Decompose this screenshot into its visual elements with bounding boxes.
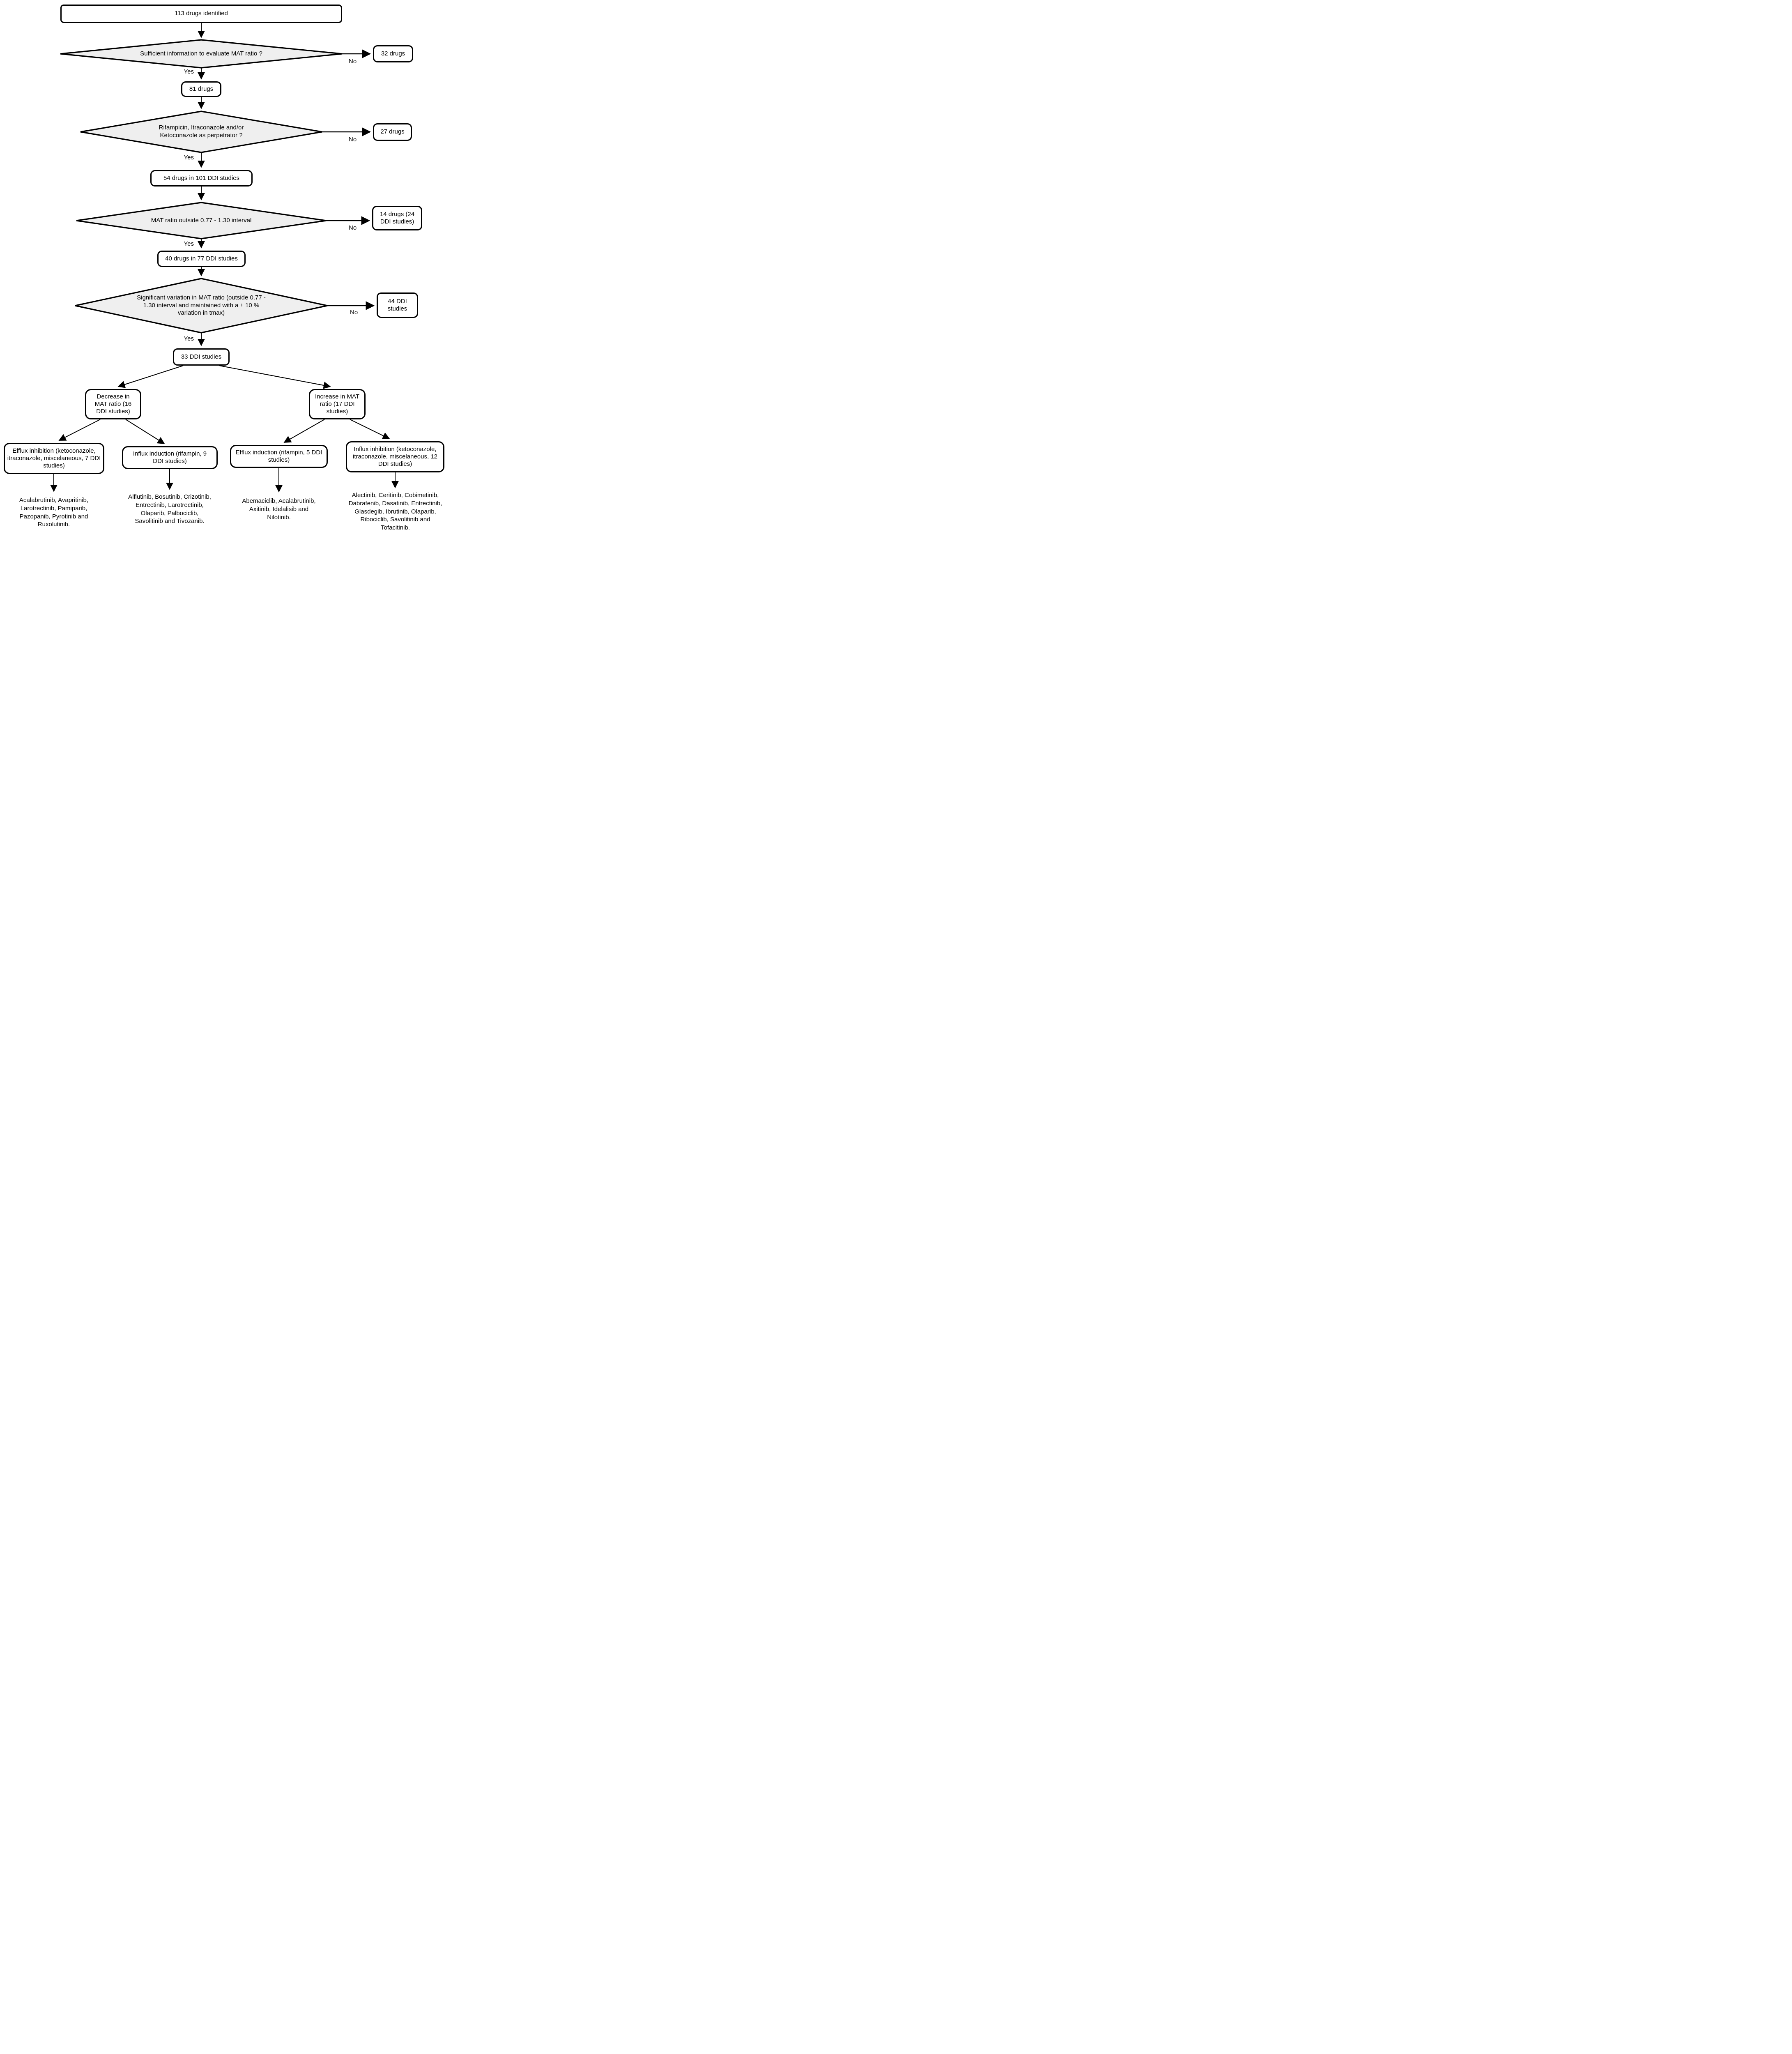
node-start: 113 drugs identified <box>60 5 342 23</box>
node-81-drugs-label: 81 drugs <box>189 85 214 92</box>
node-40-drugs: 40 drugs in 77 DDI studies <box>157 251 246 267</box>
node-44-ddi-studies: 44 DDI studies <box>377 292 418 318</box>
arrow-increase-to-efflux-induction <box>283 419 325 443</box>
node-33-ddi-studies-label: 33 DDI studies <box>181 353 222 360</box>
druglist-efflux-inhibition: Acalabrutinib, Avapritinib, Larotrectini… <box>19 497 89 528</box>
node-start-label: 113 drugs identified <box>175 10 228 17</box>
node-33-ddi-studies: 33 DDI studies <box>173 348 230 366</box>
decision2-label: Rifampicin, Itraconazole and/or Ketocona… <box>159 124 244 139</box>
node-efflux-induction-label: Efflux induction (rifampin, 5 DDI studie… <box>235 449 322 463</box>
node-efflux-induction: Efflux induction (rifampin, 5 DDI studie… <box>230 445 328 468</box>
flowchart-canvas: 113 drugs identified Sufficient informat… <box>0 0 448 533</box>
edge-label-yes-3: Yes <box>184 240 194 247</box>
node-influx-induction-label: Influx induction (rifampin, 9 DDI studie… <box>133 450 207 465</box>
node-14-drugs-label: 14 drugs (24 DDI studies) <box>380 210 415 225</box>
node-increase-mat: Increase in MAT ratio (17 DDI studies) <box>309 389 366 419</box>
arrow-33-to-decrease <box>117 365 184 388</box>
decision4-label: Significant variation in MAT ratio (outs… <box>137 294 266 317</box>
arrow-decrease-to-efflux-inhibition <box>58 419 101 441</box>
edge-label-no-2: No <box>349 136 357 143</box>
edge-label-yes-1: Yes <box>184 68 194 75</box>
edge-label-no-3: No <box>349 224 357 231</box>
druglist-efflux-induction: Abemaciclib, Acalabrutinib, Axitinib, Id… <box>242 497 316 521</box>
node-efflux-inhibition: Efflux inhibition (ketoconazole, itracon… <box>4 443 104 474</box>
node-14-drugs: 14 drugs (24 DDI studies) <box>372 206 422 230</box>
node-decrease-mat-label: Decrease in MAT ratio (16 DDI studies) <box>94 393 132 415</box>
node-influx-inhibition-label: Influx inhibition (ketoconazole, itracon… <box>353 445 437 468</box>
druglist-influx-inhibition: Alectinib, Ceritinib, Cobimetinib, Dabra… <box>348 492 442 532</box>
node-40-drugs-label: 40 drugs in 77 DDI studies <box>165 255 238 262</box>
edge-label-yes-4: Yes <box>184 335 194 342</box>
node-54-drugs: 54 drugs in 101 DDI studies <box>150 170 253 187</box>
node-81-drugs: 81 drugs <box>181 81 221 97</box>
node-27-drugs-label: 27 drugs <box>380 128 405 136</box>
decision3-label: MAT ratio outside 0.77 - 1.30 interval <box>151 216 252 224</box>
edge-label-yes-2: Yes <box>184 154 194 161</box>
node-influx-inhibition: Influx inhibition (ketoconazole, itracon… <box>346 441 444 472</box>
node-increase-mat-label: Increase in MAT ratio (17 DDI studies) <box>315 393 360 415</box>
arrow-increase-to-influx-inhibition <box>350 419 390 439</box>
node-efflux-inhibition-label: Efflux inhibition (ketoconazole, itracon… <box>7 447 101 470</box>
arrow-decrease-to-influx-induction <box>125 419 165 444</box>
connector-layer <box>50 23 399 493</box>
arrow-33-to-increase <box>219 365 331 389</box>
node-27-drugs: 27 drugs <box>373 123 412 141</box>
druglist-influx-induction: Alflutinib, Bosutinib, Crizotinib, Entre… <box>128 493 211 525</box>
node-44-ddi-studies-label: 44 DDI studies <box>387 297 407 312</box>
edge-label-no-4: No <box>350 309 358 316</box>
node-influx-induction: Influx induction (rifampin, 9 DDI studie… <box>122 446 218 469</box>
edge-label-no-1: No <box>349 58 357 65</box>
decision1-label: Sufficient information to evaluate MAT r… <box>140 50 262 57</box>
node-54-drugs-label: 54 drugs in 101 DDI studies <box>163 174 240 182</box>
node-decrease-mat: Decrease in MAT ratio (16 DDI studies) <box>85 389 141 419</box>
node-32-drugs: 32 drugs <box>373 45 413 62</box>
node-32-drugs-label: 32 drugs <box>381 50 405 57</box>
